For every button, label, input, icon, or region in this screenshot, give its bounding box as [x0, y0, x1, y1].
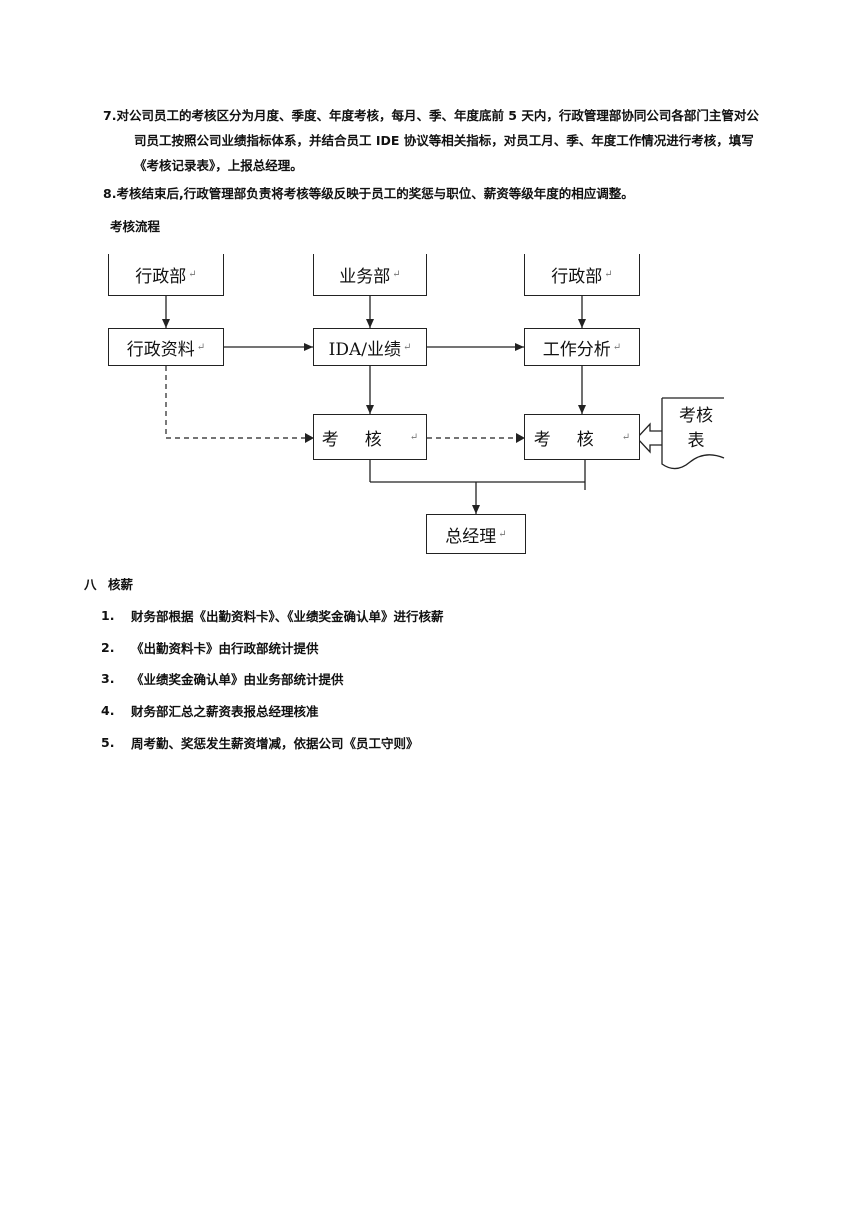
salary-item-number: 4. — [101, 703, 115, 718]
salary-heading-number: 八 — [84, 577, 97, 592]
form-document-label: 考核表 — [679, 406, 713, 451]
salary-item-number: 3. — [101, 671, 115, 686]
box-admin-dept-right: 行政部↵ — [524, 254, 640, 296]
hollow-arrow-from-form — [636, 422, 662, 454]
box-review-right: 考核↵ — [524, 414, 640, 460]
section-8-text: 8.考核结束后,行政管理部负责将考核等级反映于员工的奖惩与职位、薪资等级年度的相… — [103, 186, 634, 201]
salary-item-number: 5. — [101, 735, 115, 750]
salary-item-text: 财务部汇总之薪资表报总经理核准 — [131, 704, 319, 719]
box-review-left: 考核↵ — [313, 414, 427, 460]
salary-item-text: 《出勤资料卡》由行政部统计提供 — [131, 641, 319, 656]
flowchart-connectors — [162, 296, 725, 514]
box-admin-materials: 行政资料↵ — [108, 328, 224, 366]
box-business-dept: 业务部↵ — [313, 254, 427, 296]
section-7-line-1: 7.对公司员工的考核区分为月度、季度、年度考核，每月、季、年度底前 5 天内，行… — [103, 108, 759, 123]
section-7-line-3: 《考核记录表》，上报总经理。 — [134, 158, 303, 173]
salary-item-text: 周考勤、奖惩发生薪资增减，依据公司《员工守则》 — [131, 736, 419, 751]
form-document-shape — [661, 397, 725, 470]
salary-item-text: 《业绩奖金确认单》由业务部统计提供 — [131, 672, 344, 687]
salary-heading: 核薪 — [108, 577, 134, 592]
box-ida-performance: IDA/业绩↵ — [313, 328, 427, 366]
box-general-manager: 总经理↵ — [426, 514, 526, 554]
dashed-left-path — [165, 366, 311, 439]
salary-item-text: 财务部根据《出勤资料卡》、《业绩奖金确认单》进行核薪 — [131, 609, 444, 624]
salary-item-number: 1. — [101, 608, 115, 623]
salary-item-number: 2. — [101, 640, 115, 655]
flow-title: 考核流程 — [110, 219, 161, 234]
section-7-line-2: 司员工按照公司业绩指标体系，并结合员工 IDE 协议等相关指标，对员工月、季、年… — [134, 133, 754, 148]
box-work-analysis: 工作分析↵ — [524, 328, 640, 366]
box-admin-dept-left: 行政部↵ — [108, 254, 224, 296]
